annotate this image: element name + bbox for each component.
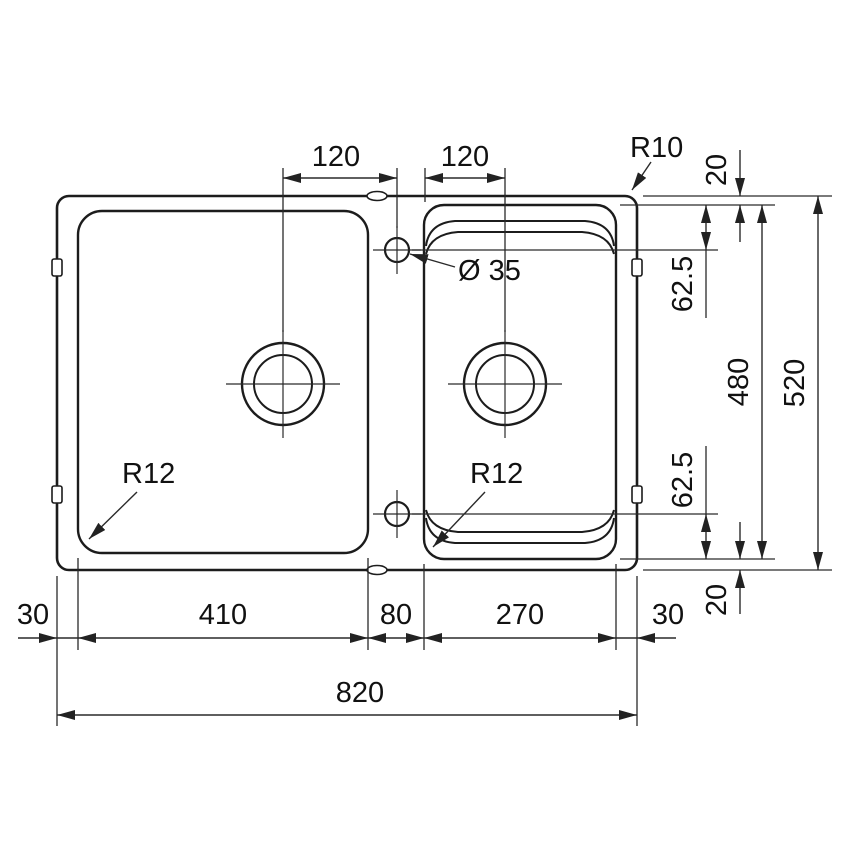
dim-label-120-left: 120 [312,141,360,173]
dimensions-top: 120 120 [282,141,506,332]
label-r10: R10 [630,132,683,164]
right-bowl-bottom-ledge-outer [425,517,615,544]
leader-diameter-35 [409,253,456,268]
leader-r12-left [88,491,138,540]
sink-outer-outline [55,194,639,572]
left-bowl [76,209,370,555]
dim-label-20-bottom: 20 [701,584,733,616]
sink-outer-rim [55,194,639,572]
left-drain [226,330,340,438]
leader-r12-right [432,491,486,548]
dim-label-520: 520 [779,359,811,407]
dim-label-62-lower: 62.5 [667,452,699,508]
callout-diameter-35: Ø 35 [409,253,521,287]
dim-label-410: 410 [199,599,247,631]
clip-left-top [51,258,63,277]
dimensions-right: 20 62.5 62.5 480 520 20 [412,150,832,616]
right-bowl-top-ledge-outer [425,220,615,247]
right-drain [448,330,562,438]
callout-r10: R10 [630,132,683,191]
right-bowl-outline [422,203,618,561]
right-bowl-bottom-ledge-inner [425,509,615,533]
callout-r12-right: R12 [432,458,523,548]
right-bowl [422,203,618,561]
dim-label-62-upper: 62.5 [667,256,699,312]
dim-label-820: 820 [336,677,384,709]
label-r12-left: R12 [122,458,175,490]
label-diameter-35: Ø 35 [458,255,521,287]
dim-label-270: 270 [496,599,544,631]
dim-label-480: 480 [723,358,755,406]
left-bowl-outline [76,209,370,555]
clip-left-bottom [51,485,63,504]
dim-label-30-right: 30 [652,599,684,631]
leader-r10 [631,161,652,191]
dim-label-120-right: 120 [441,141,489,173]
mounting-clips [51,190,643,576]
dim-label-30-left: 30 [17,599,49,631]
clip-right-bottom [631,485,643,504]
callout-r12-left: R12 [88,458,175,540]
right-bowl-top-ledge-inner [425,231,615,255]
clip-bottom-center [366,564,388,576]
dim-label-80: 80 [380,599,412,631]
clip-right-top [631,258,643,277]
clip-top-center [366,190,388,202]
dim-label-20-top: 20 [701,154,733,186]
label-r12-right: R12 [470,458,523,490]
dimensions-bottom: 30 410 80 270 30 820 [17,558,684,726]
